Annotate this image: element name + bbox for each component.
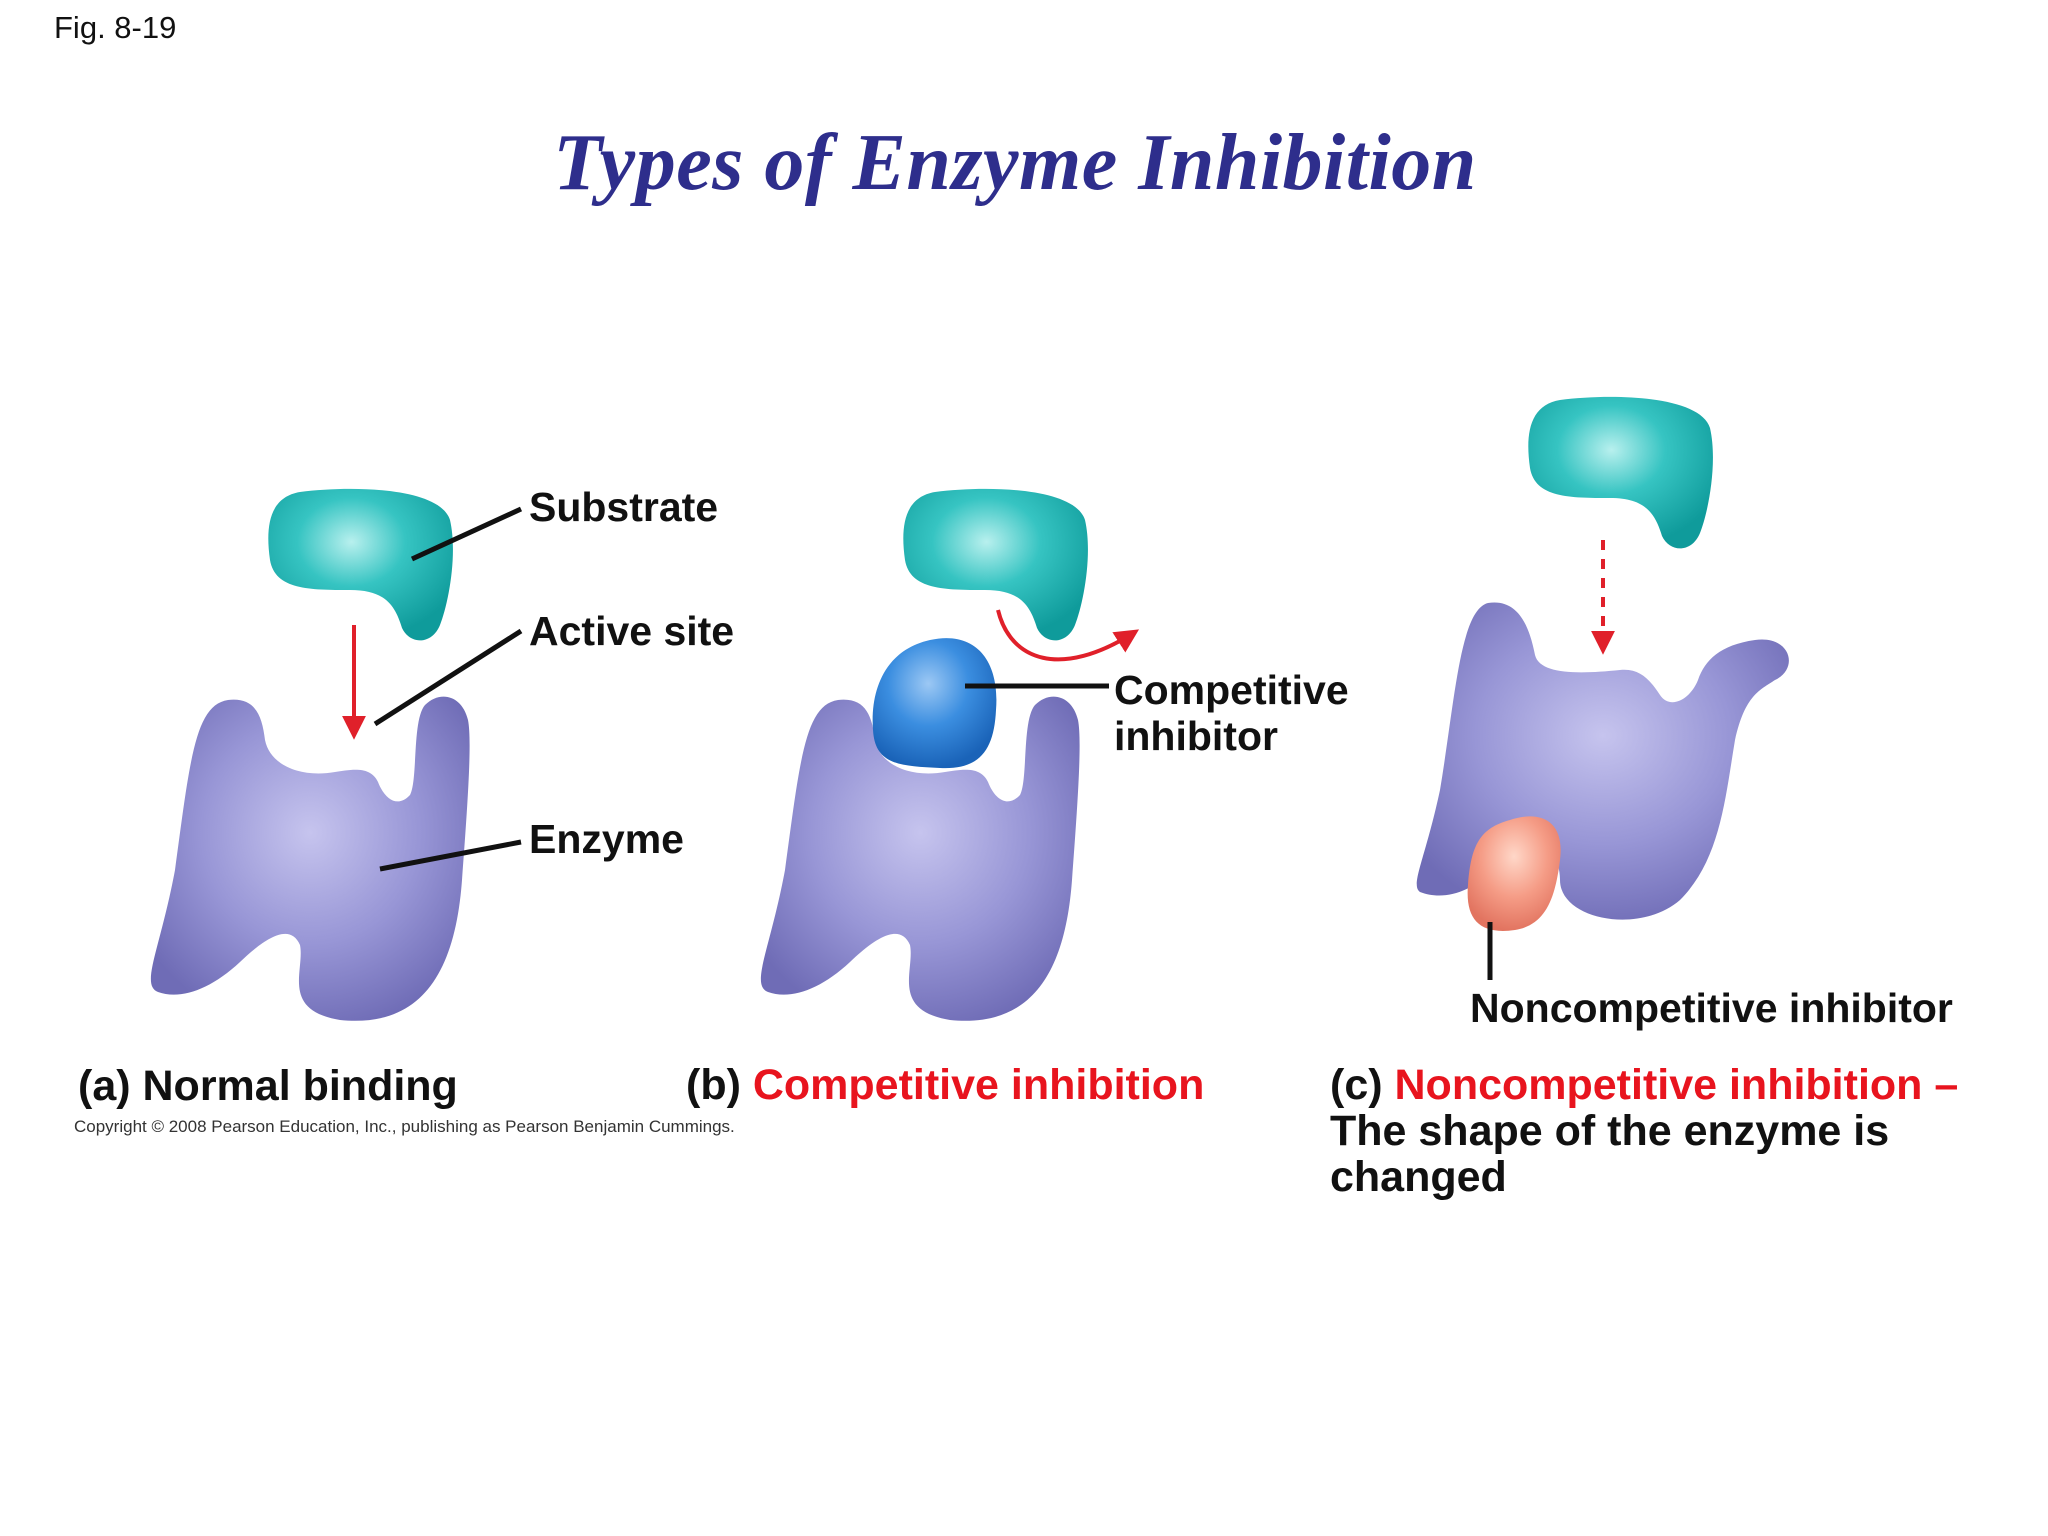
enzyme-shape-a [150, 696, 470, 1021]
caption-c-line3: changed [1330, 1153, 1507, 1201]
competitive-inhibitor-shape [872, 638, 997, 769]
enzyme-shape-b [760, 696, 1080, 1021]
caption-c: (c) Noncompetitive inhibition – [1330, 1062, 1958, 1108]
caption-c-prefix: (c) [1330, 1061, 1395, 1109]
substrate-shape-c [1528, 396, 1713, 549]
active-site-label: Active site [529, 608, 735, 654]
substrate-shape-a [268, 488, 453, 641]
page-title: Types of Enzyme Inhibition [553, 119, 1477, 207]
substrate-shape-b [903, 488, 1088, 641]
noncompetitive-inhibitor-label: Noncompetitive inhibitor [1470, 985, 1953, 1031]
competitive-inhibitor-label-line1: Competitive [1114, 667, 1349, 713]
enzyme-label: Enzyme [529, 816, 684, 862]
caption-c-line2: The shape of the enzyme is [1330, 1107, 1890, 1155]
figure-label: Fig. 8-19 [54, 10, 177, 45]
caption-b-highlight: Competitive inhibition [752, 1061, 1205, 1109]
enzyme-leader [379, 839, 522, 872]
noncompetitive-inhibitor-shape [1467, 816, 1561, 931]
substrate-leader [410, 506, 523, 562]
copyright-notice: Copyright © 2008 Pearson Education, Inc.… [74, 1117, 735, 1136]
caption-b-prefix: (b) [686, 1061, 753, 1109]
rejection-arrow-b [996, 609, 1140, 662]
substrate-label: Substrate [529, 484, 719, 530]
caption-b: (b) Competitive inhibition [686, 1062, 1204, 1108]
caption-a: (a) Normal binding [78, 1062, 458, 1110]
active-site-leader [373, 628, 523, 727]
caption-c-highlight: Noncompetitive inhibition – [1394, 1061, 1959, 1109]
competitive-inhibitor-label-line2: inhibitor [1114, 713, 1278, 759]
